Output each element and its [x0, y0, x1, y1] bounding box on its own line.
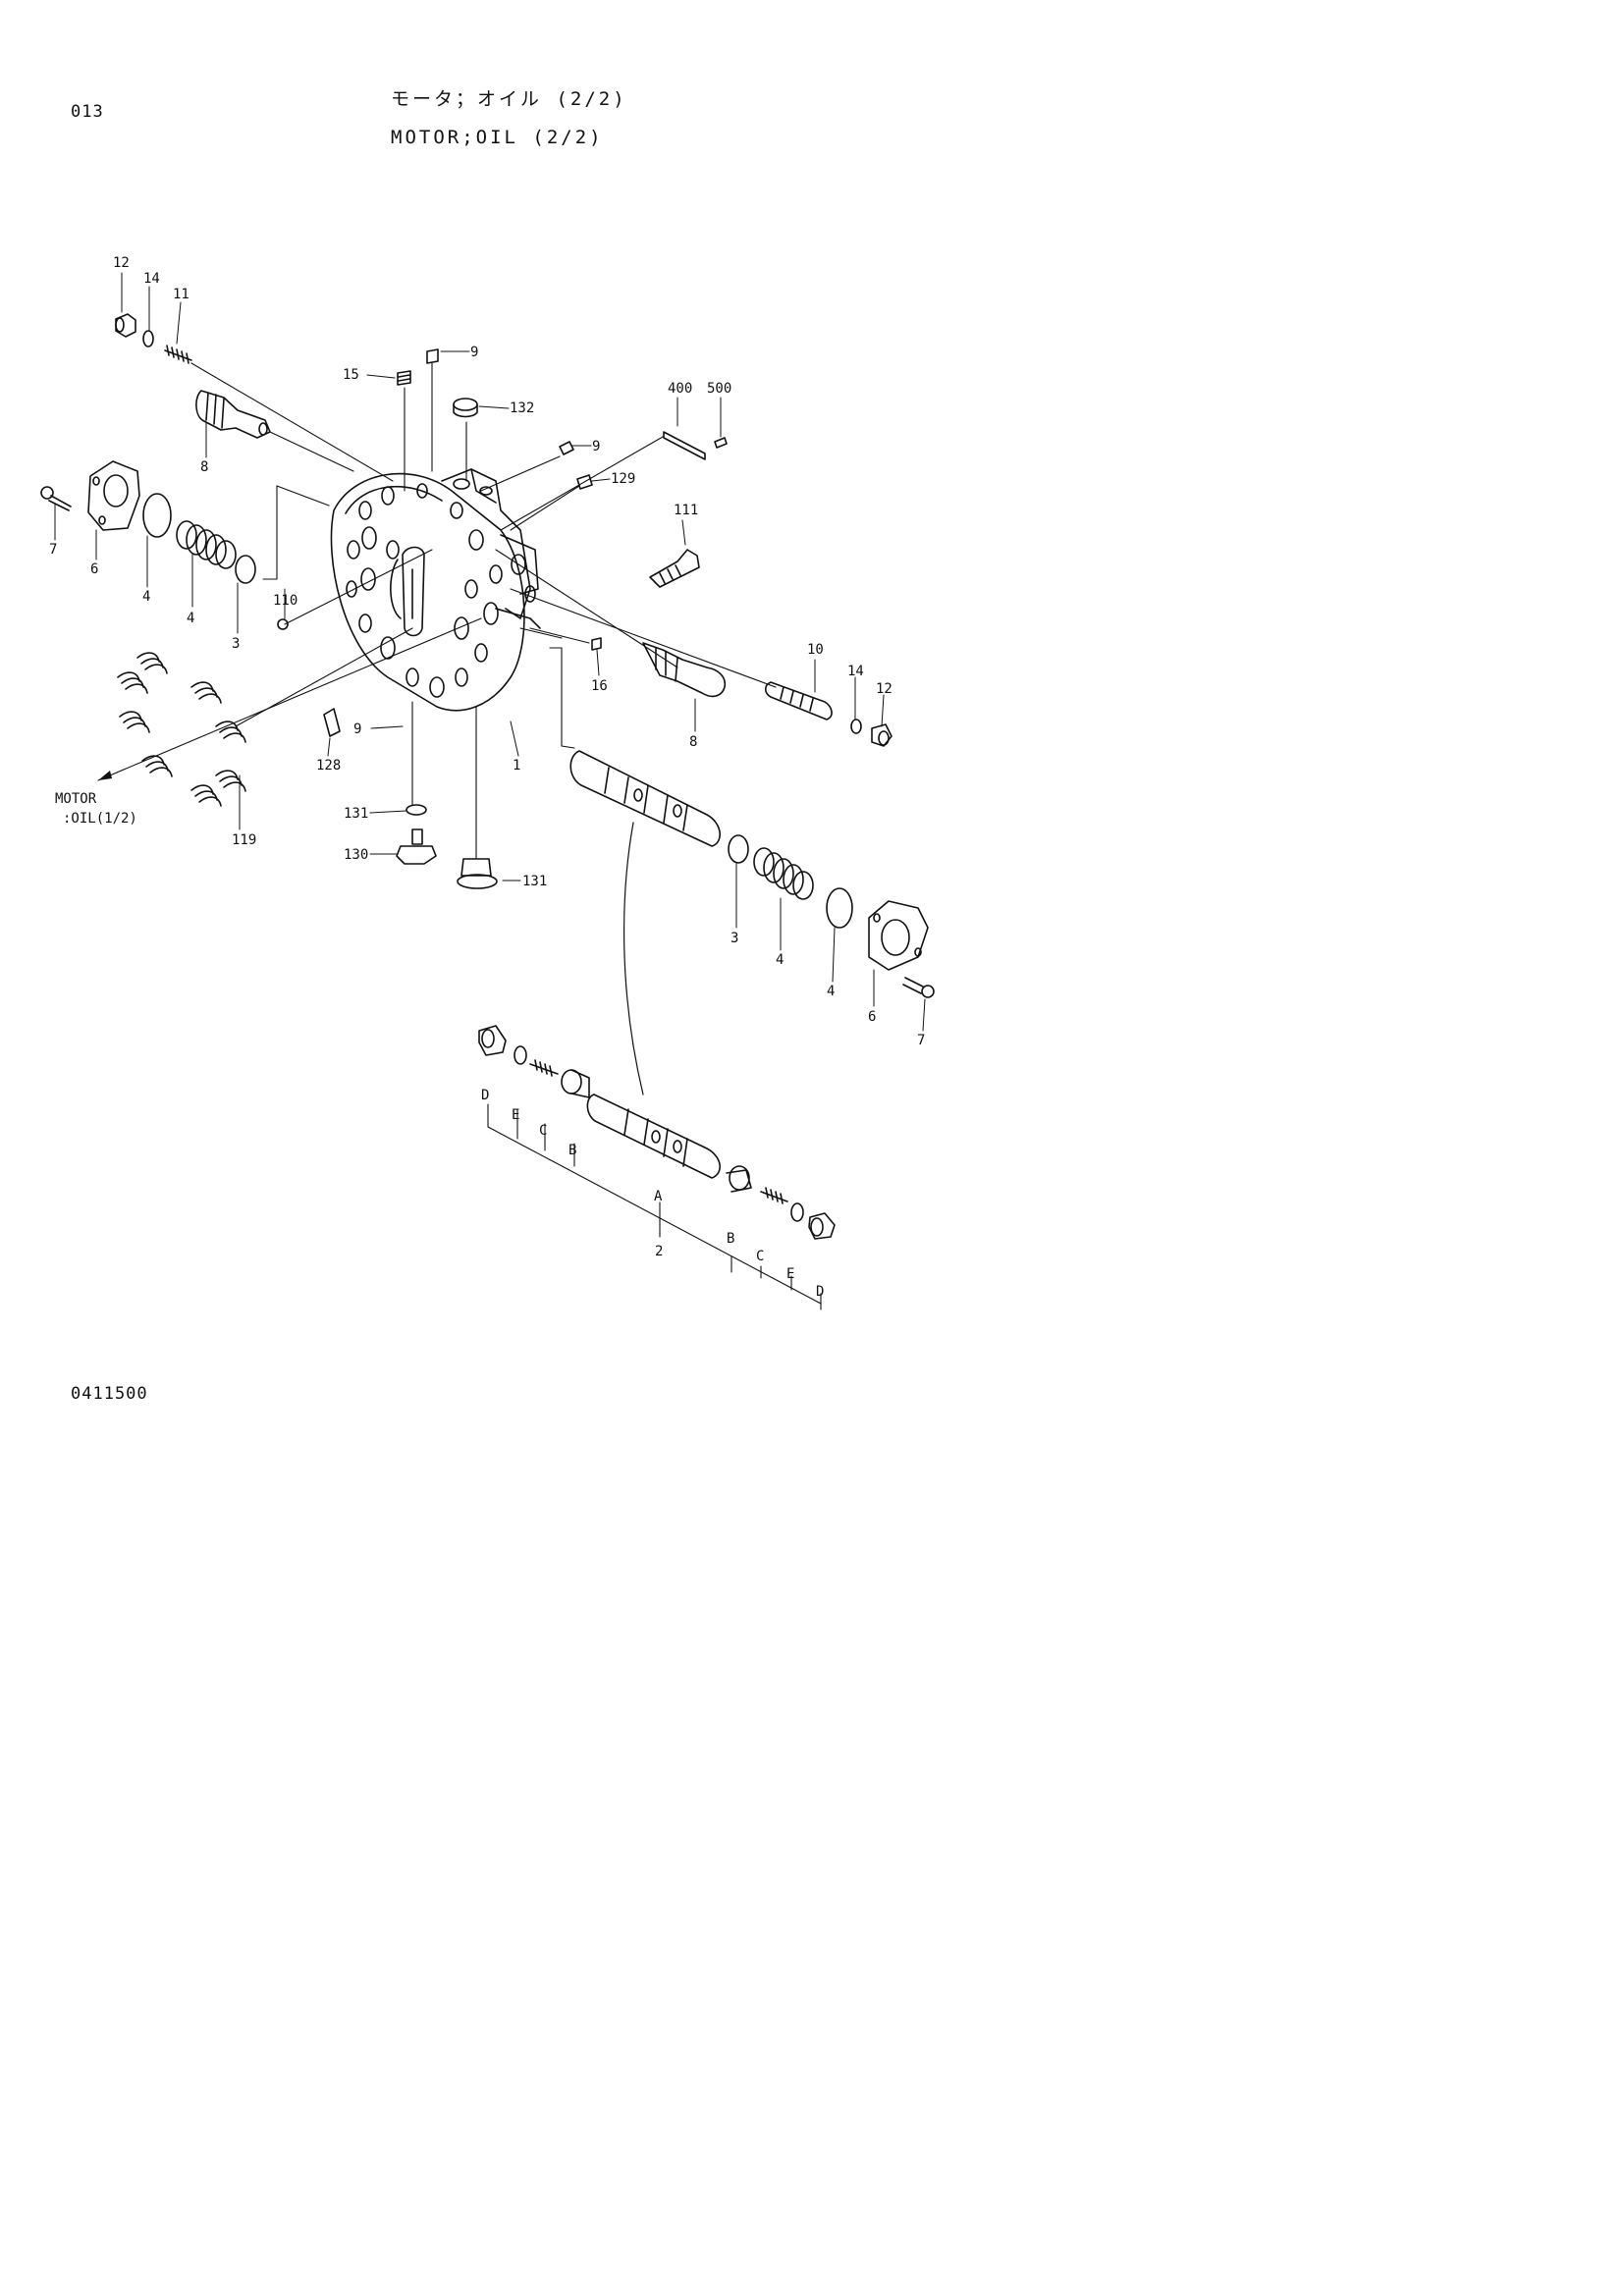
callout-labels: 12 14 11 15 9 132 9 129 400 500 8 7 6 4 … — [49, 255, 925, 1300]
relief-valve-111 — [649, 549, 700, 588]
callout-10-bottom: 9 — [353, 721, 361, 737]
spool-2-detail — [478, 1025, 836, 1310]
callout-14-right: 14 — [847, 664, 864, 679]
plug-128 — [576, 474, 593, 490]
plug-10-top — [426, 348, 439, 364]
pin-120 — [323, 708, 341, 737]
bolt-7-left — [40, 486, 72, 511]
spring-4-left — [176, 520, 237, 569]
callout-8-right: 4 — [827, 984, 835, 999]
sub-callout-B-left: B — [568, 1143, 576, 1158]
reference-label-oil-page: :OIL(1/2) — [63, 811, 137, 827]
callout-8-left: 4 — [142, 589, 150, 605]
o-ring-E-right — [790, 1202, 804, 1222]
callout-10-top: 9 — [470, 345, 478, 360]
callout-6-left: 6 — [90, 561, 98, 577]
seat-B-right — [726, 1165, 752, 1193]
sub-callout-C-left: C — [539, 1123, 547, 1139]
spring-C-left — [529, 1059, 559, 1077]
callout-4-left: 4 — [187, 611, 194, 626]
plug-13-top-left — [115, 313, 136, 338]
sub-callout-E-right: E — [786, 1266, 794, 1282]
valve-9-left — [195, 390, 271, 439]
footer-code: 0411500 — [71, 1384, 148, 1404]
callout-3-right: 3 — [730, 931, 738, 946]
plug-129 — [396, 828, 437, 865]
plug-131 — [457, 858, 498, 889]
o-ring-8-right — [826, 887, 853, 929]
washer-3-right — [728, 834, 749, 864]
callout-12: 11 — [173, 287, 189, 302]
callout-111: 111 — [674, 503, 698, 518]
plug-16 — [591, 637, 602, 651]
plate-400 — [663, 431, 706, 460]
callout-500: 500 — [707, 381, 731, 397]
callout-128: 129 — [611, 471, 635, 487]
callout-4-right: 4 — [776, 952, 784, 968]
set-screw-110 — [277, 618, 289, 630]
spool-2-upper — [569, 750, 721, 847]
sub-callout-B-right: B — [727, 1231, 734, 1247]
callout-9-right: 8 — [689, 734, 697, 750]
callout-13-top-left: 12 — [113, 255, 130, 271]
spring-set-119 — [117, 652, 246, 807]
callout-120: 128 — [316, 758, 341, 774]
callout-131: 131 — [522, 874, 547, 889]
callout-6-right: 6 — [868, 1009, 876, 1025]
spring-12-top-left — [164, 345, 192, 364]
spring-C-right — [760, 1187, 788, 1204]
spool-11 — [764, 681, 833, 721]
callout-7-left: 7 — [49, 542, 57, 558]
bolt-500 — [714, 437, 728, 449]
plug-132 — [453, 398, 478, 418]
plug-D-left — [478, 1025, 507, 1056]
callout-129: 130 — [344, 847, 368, 863]
callout-400: 400 — [668, 381, 692, 397]
seat-B-left — [561, 1069, 590, 1098]
callout-16: 16 — [591, 678, 608, 694]
callout-110: 110 — [273, 593, 298, 609]
washer-3-left — [235, 555, 256, 584]
o-ring-8-left — [142, 493, 172, 538]
title-japanese: モータ；オイル (2/2) — [391, 88, 627, 110]
o-ring-14-right — [850, 719, 862, 734]
cover-6-right — [868, 900, 929, 971]
reference-label-motor: MOTOR — [55, 791, 97, 807]
o-ring-14-top-left — [142, 330, 154, 347]
callout-132: 132 — [510, 400, 534, 416]
callout-13-right: 12 — [876, 681, 893, 697]
title-english: MOTOR;OIL (2/2) — [391, 127, 604, 148]
plug-10-mid — [559, 441, 574, 455]
o-ring-130 — [406, 804, 427, 816]
callout-3-left: 3 — [232, 636, 240, 652]
sub-callout-E-left: E — [512, 1107, 519, 1123]
callout-2: 2 — [655, 1244, 663, 1259]
plug-15 — [397, 370, 411, 386]
callout-130: 131 — [344, 806, 368, 822]
sub-callout-D-left: D — [481, 1088, 489, 1103]
spool-A — [586, 1094, 721, 1179]
callout-119: 119 — [232, 832, 256, 848]
o-ring-E-left — [514, 1045, 527, 1065]
page-number: 013 — [71, 102, 104, 122]
plug-D-right — [808, 1212, 836, 1240]
valve-9-right — [642, 642, 727, 698]
cover-6-left — [87, 460, 140, 531]
callout-11: 10 — [807, 642, 824, 658]
plug-13-right — [871, 723, 893, 747]
callout-14-top-left: 14 — [143, 271, 160, 287]
spring-4-right — [753, 847, 814, 900]
callout-9-left: 8 — [200, 459, 208, 475]
callout-7-right: 7 — [917, 1033, 925, 1048]
exploded-parts-diagram: 12 14 11 15 9 132 9 129 400 500 8 7 6 4 … — [40, 255, 935, 1310]
sub-callout-C-right: C — [756, 1249, 764, 1264]
callout-10-mid: 9 — [592, 439, 600, 454]
sub-callout-D-right: D — [816, 1284, 824, 1300]
housing-plate — [330, 468, 541, 712]
sub-callout-A: A — [654, 1189, 663, 1204]
bolt-7-right — [902, 977, 935, 998]
callout-1: 1 — [513, 758, 520, 774]
callout-15: 15 — [343, 367, 359, 383]
